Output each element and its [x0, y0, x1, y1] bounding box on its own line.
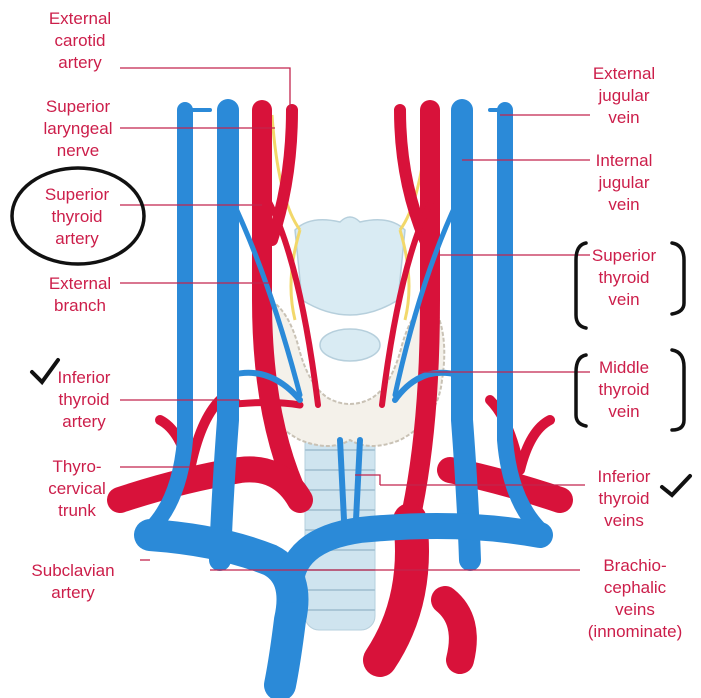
middle-thyroid-vein-close-bracket: [672, 350, 684, 430]
label-external-carotid-artery: External carotid artery: [38, 8, 122, 74]
label-brachiocephalic-veins: Brachio- cephalic veins (innominate): [576, 555, 694, 643]
label-external-jugular-vein: External jugular vein: [584, 63, 664, 129]
label-inferior-thyroid-artery: Inferior thyroid artery: [42, 367, 126, 433]
label-thyrocervical-trunk: Thyro- cervical trunk: [34, 456, 120, 522]
label-subclavian-artery: Subclavian artery: [14, 560, 132, 604]
checkmark-inferior-thyroid-veins: [662, 476, 690, 495]
superior-thyroid-vein-close-bracket: [672, 243, 684, 314]
label-middle-thyroid-vein: Middle thyroid vein: [584, 357, 664, 423]
label-superior-laryngeal-nerve: Superior laryngeal nerve: [36, 96, 120, 162]
label-superior-thyroid-vein: Superior thyroid vein: [584, 245, 664, 311]
label-external-branch: External branch: [38, 273, 122, 317]
label-inferior-thyroid-veins: Inferior thyroid veins: [584, 466, 664, 532]
thyroid-cartilage: [295, 217, 405, 361]
label-internal-jugular-vein: Internal jugular vein: [584, 150, 664, 216]
label-superior-thyroid-artery: Superior thyroid artery: [34, 184, 120, 250]
